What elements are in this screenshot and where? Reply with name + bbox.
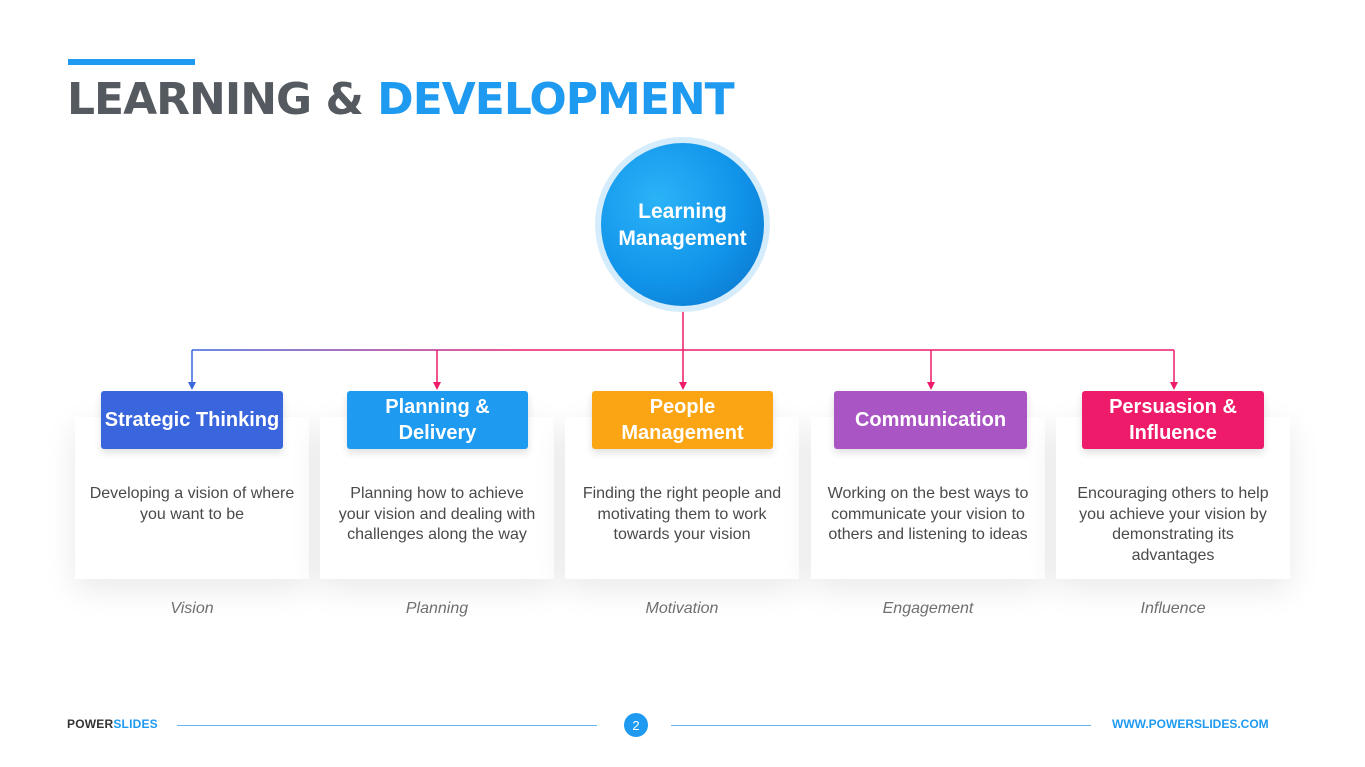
pill-strategic-thinking: Strategic Thinking [101, 391, 283, 449]
title-part-1: LEARNING & [67, 74, 378, 125]
card-description: Working on the best ways to communicate … [827, 485, 1029, 543]
title-part-2: DEVELOPMENT [377, 74, 734, 125]
pill-planning-delivery: Planning & Delivery [347, 391, 528, 449]
pill-persuasion-influence: Persuasion & Influence [1082, 391, 1264, 449]
pill-communication: Communication [834, 391, 1027, 449]
page-number-badge: 2 [624, 713, 648, 737]
hub-circle: Learning Management [601, 143, 764, 306]
card-description: Developing a vision of where you want to… [89, 485, 295, 523]
hub-label: Learning Management [618, 199, 747, 250]
arrow-head [679, 382, 687, 390]
keyword-planning: Planning [405, 600, 469, 617]
footer-url: WWW.POWERSLIDES.COM [1112, 717, 1269, 731]
footer-divider-left [177, 725, 597, 726]
footer-brand-logo: POWERSLIDES [67, 717, 158, 731]
arrow-head [927, 382, 935, 390]
card-description: Planning how to achieve your vision and … [338, 485, 536, 543]
pill-label: Planning & Delivery [385, 396, 490, 444]
footer-divider-right [671, 725, 1091, 726]
keyword-influence: Influence [1140, 600, 1206, 617]
keyword-vision: Vision [170, 600, 214, 617]
keyword-motivation: Motivation [645, 600, 719, 617]
pill-people-management: People Management [592, 391, 773, 449]
arrow-head [188, 382, 196, 390]
brand-part-1: POWER [67, 717, 114, 731]
keyword-engagement: Engagement [882, 600, 974, 617]
pill-label: Strategic Thinking [104, 409, 280, 431]
card-description: Encouraging others to help you achieve y… [1077, 485, 1269, 564]
title-accent-bar [68, 59, 195, 65]
pill-label: People Management [621, 396, 744, 444]
page-title: LEARNING & DEVELOPMENT [67, 74, 735, 125]
card-description: Finding the right people and motivating … [582, 485, 782, 543]
arrow-head [1170, 382, 1178, 390]
pill-label: Persuasion & Influence [1109, 396, 1237, 444]
brand-part-2: SLIDES [113, 717, 158, 731]
pill-label: Communication [854, 409, 1007, 431]
arrow-head [433, 382, 441, 390]
